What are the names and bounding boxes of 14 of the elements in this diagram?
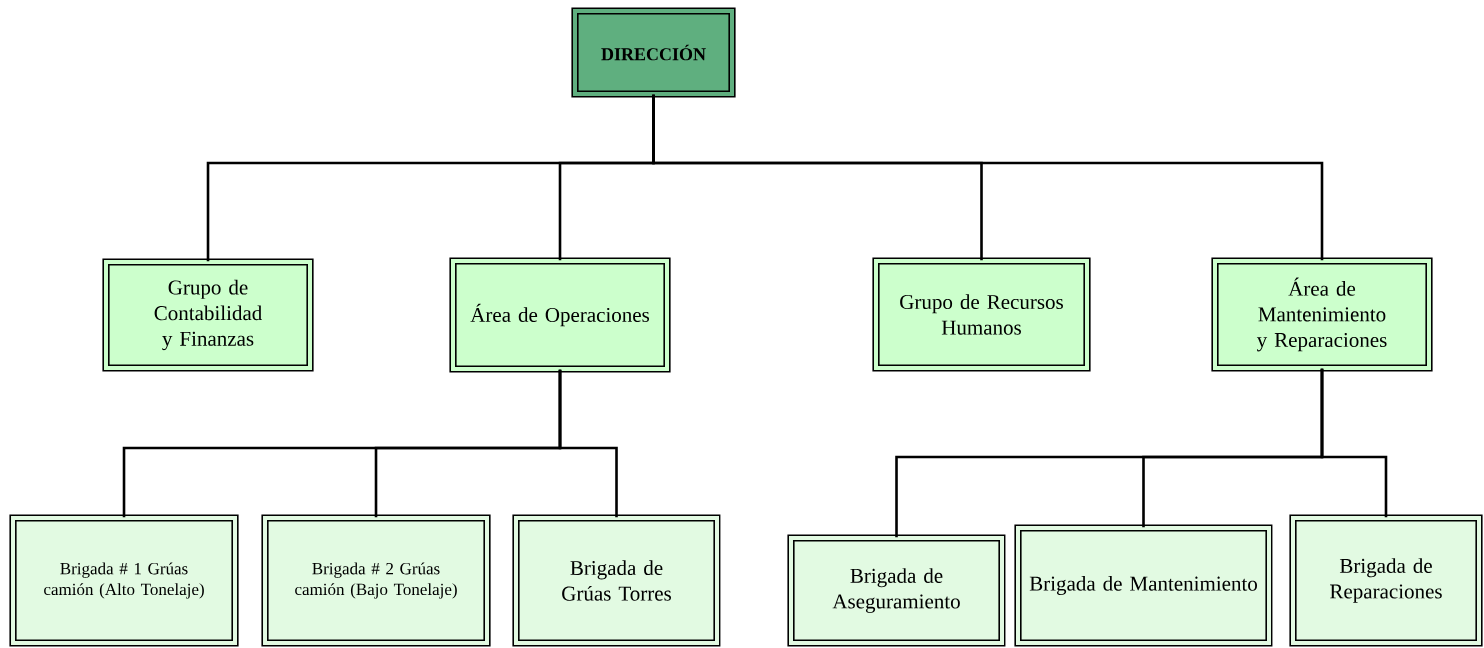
connector-line <box>652 94 1324 261</box>
org-box: Brigada de Reparaciones <box>1289 514 1483 647</box>
org-box: Brigada # 1 Grúas camión (Alto Tonelaje) <box>9 514 239 647</box>
org-box: Área de Mantenimiento y Reparaciones <box>1211 257 1433 372</box>
org-box: Brigada # 2 Grúas camión (Bajo Tonelaje) <box>261 514 491 647</box>
org-box: Brigada de Mantenimiento <box>1014 524 1273 647</box>
org-box: Área de Operaciones <box>449 257 671 373</box>
org-box: DIRECCIÓN <box>571 7 736 98</box>
org-box: Brigada de Grúas Torres <box>512 514 721 647</box>
connector-line <box>558 369 618 518</box>
org-box: Grupo de Recursos Humanos <box>872 257 1091 372</box>
org-box: Grupo de Contabilidad y Finanzas <box>102 258 314 372</box>
org-box: Brigada de Aseguramiento <box>787 534 1006 647</box>
connector-line <box>1320 368 1388 518</box>
